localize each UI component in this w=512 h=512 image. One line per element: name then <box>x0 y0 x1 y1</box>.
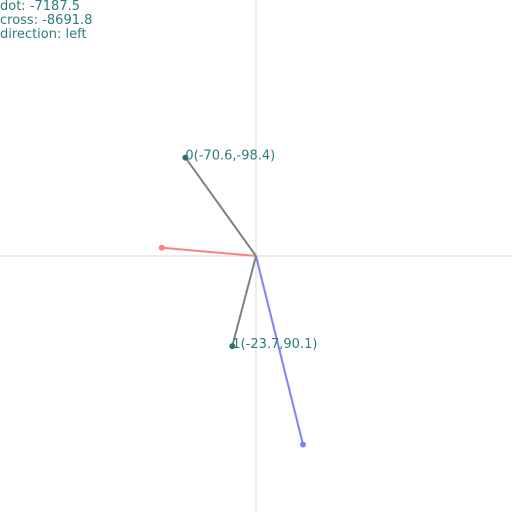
red-vector-line <box>161 246 257 257</box>
vector-0-line <box>184 157 257 257</box>
direction-readout: direction: left <box>0 27 87 42</box>
sum-vector-endpoint <box>300 441 306 448</box>
sum-vector-line <box>255 255 304 445</box>
red-vector-endpoint <box>158 244 165 251</box>
vector-0-endpoint[interactable] <box>182 154 189 161</box>
vector-1-line <box>231 255 257 347</box>
cross-product-readout: cross: -8691.8 <box>0 13 93 28</box>
dot-product-readout: dot: -7187.5 <box>0 0 80 14</box>
readout-panel: dot: -7187.5 cross: -8691.8 direction: l… <box>0 0 92 42</box>
vector-1-label: 1(-23.7,90.1) <box>232 337 317 352</box>
vector-1-endpoint[interactable] <box>229 343 236 350</box>
vector-0-label: 0(-70.6,-98.4) <box>185 149 275 164</box>
